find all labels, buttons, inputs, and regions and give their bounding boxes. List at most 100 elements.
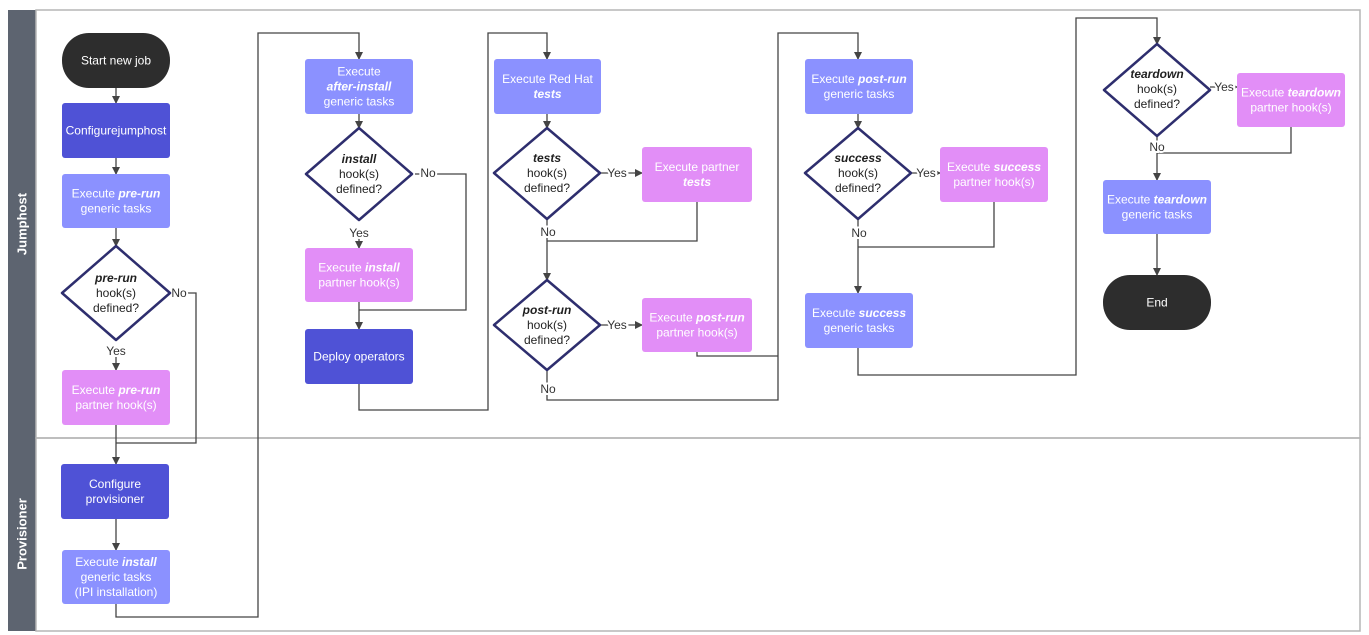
connector — [1157, 127, 1292, 154]
post-run-generic-tasks-shape — [805, 59, 913, 114]
label-segment: defined? — [835, 181, 881, 195]
label-segment: defined? — [524, 181, 570, 195]
nodes: Start new job Configurejumphost Execute … — [60, 33, 1345, 604]
label-segment: generic tasks — [1122, 208, 1193, 222]
label-segment: jumphost — [117, 124, 167, 138]
edge-label-teardown-yes: Yes — [1214, 80, 1234, 94]
label-segment: partner hook(s) — [1250, 101, 1331, 115]
label-segment: post-run — [522, 303, 572, 317]
label-segment: Start new job — [81, 54, 151, 68]
deploy-operators-box[interactable]: Deploy operators — [305, 329, 413, 384]
deploy-operators-shape — [305, 329, 413, 384]
label-segment: Execute — [649, 311, 696, 325]
lane-provisioner-header — [8, 438, 36, 631]
install-partner-hooks-shape — [305, 248, 413, 302]
label-segment: generic tasks — [324, 95, 395, 109]
connector — [116, 292, 197, 444]
label-segment: hook(s) — [838, 166, 878, 180]
label-segment: End — [1146, 296, 1167, 310]
label-segment: success — [859, 306, 907, 320]
label-segment: tests — [533, 87, 561, 101]
post-run-partner-hooks-shape — [642, 298, 752, 352]
label-segment: Execute — [811, 72, 858, 86]
label-segment: defined? — [524, 333, 570, 347]
label-segment: hook(s) — [527, 166, 567, 180]
end-node-shape — [1103, 275, 1211, 330]
edge-label-install-no: No — [420, 166, 436, 180]
label-segment: hook(s) — [527, 318, 567, 332]
label-segment: Execute — [947, 160, 994, 174]
after-install-generic-tasks-shape — [305, 59, 413, 114]
lane-provisioner-label: Provisioner — [15, 498, 30, 570]
connectors — [112, 17, 1292, 618]
edge-label-teardown-no: No — [1149, 140, 1165, 154]
teardown-decision-shape — [1102, 42, 1212, 138]
edge-label-post-run-yes: Yes — [607, 318, 627, 332]
teardown-partner-hooks-shape — [1237, 73, 1345, 127]
label-segment: post-run — [857, 72, 907, 86]
edge-label-install-yes: Yes — [349, 226, 369, 240]
label-segment: pre-run — [117, 187, 160, 201]
pre-run-generic-tasks-shape — [62, 174, 170, 228]
lane-provisioner-body — [35, 437, 1361, 632]
label-segment: Execute Red Hat — [502, 72, 593, 86]
label-segment: generic tasks — [81, 570, 152, 584]
label-segment: tests — [533, 151, 561, 165]
install-generic-tasks-shape — [62, 550, 170, 604]
label-segment: success — [994, 160, 1042, 174]
success-generic-tasks-shape — [805, 293, 913, 348]
start-node[interactable]: Start new job — [62, 33, 170, 88]
label-segment: install — [342, 152, 377, 166]
label-segment: Execute — [812, 306, 859, 320]
label-segment: teardown — [1130, 67, 1183, 81]
configure-jumphost-box[interactable]: Configurejumphost — [62, 103, 170, 158]
end-node[interactable]: End — [1103, 275, 1211, 330]
pre-run-decision-shape — [60, 244, 172, 342]
lane-jumphost-label: Jumphost — [15, 192, 30, 255]
edge-label-success-yes: Yes — [916, 166, 936, 180]
connector — [547, 202, 698, 242]
label-segment: pre-run — [117, 383, 160, 397]
label-segment: generic tasks — [81, 202, 152, 216]
label-segment: defined? — [93, 301, 139, 315]
label-segment: defined? — [1134, 97, 1180, 111]
connector — [858, 202, 995, 248]
edge-label-tests-yes: Yes — [607, 166, 627, 180]
edge-label-success-no: No — [851, 226, 867, 240]
label-segment: pre-run — [94, 271, 137, 285]
connector — [857, 17, 1161, 376]
label-segment: after-install — [327, 80, 392, 94]
edge-label-post-run-no: No — [540, 382, 556, 396]
